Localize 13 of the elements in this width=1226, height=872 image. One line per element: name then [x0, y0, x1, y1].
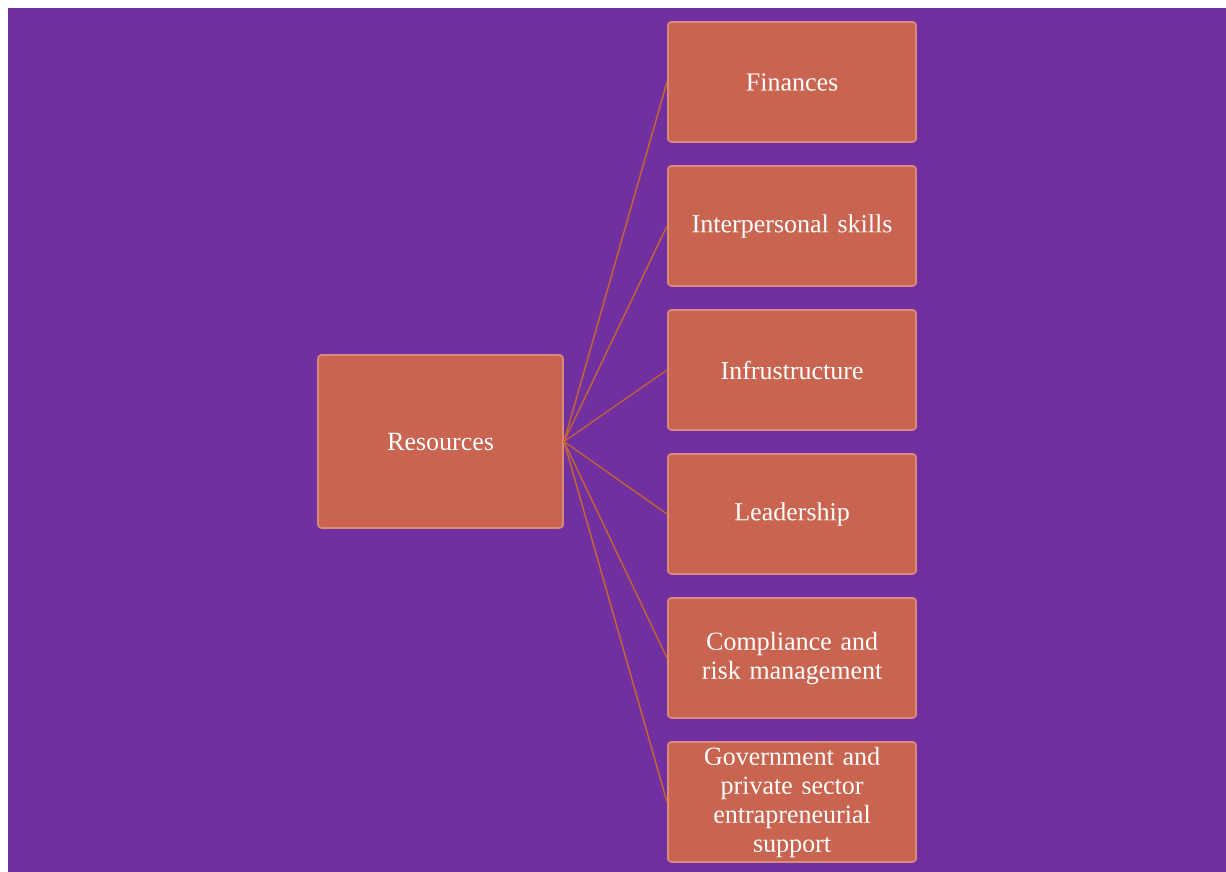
connector-line [563, 440, 668, 803]
connector-line [563, 369, 668, 443]
process-box: Compliance and risk management [667, 597, 917, 719]
process-box: Finances [667, 21, 917, 143]
process-box: Interpersonal skills [667, 165, 917, 287]
process-box: Infrustructure [667, 309, 917, 431]
connector-line [563, 440, 668, 515]
connector-line [563, 225, 668, 443]
process-box: Leadership [667, 453, 917, 575]
process-box: Resources [317, 354, 564, 529]
connector-line [563, 81, 668, 443]
process-box: Government and private sector entrapreneurial support [667, 741, 917, 863]
connector-line [563, 440, 668, 659]
